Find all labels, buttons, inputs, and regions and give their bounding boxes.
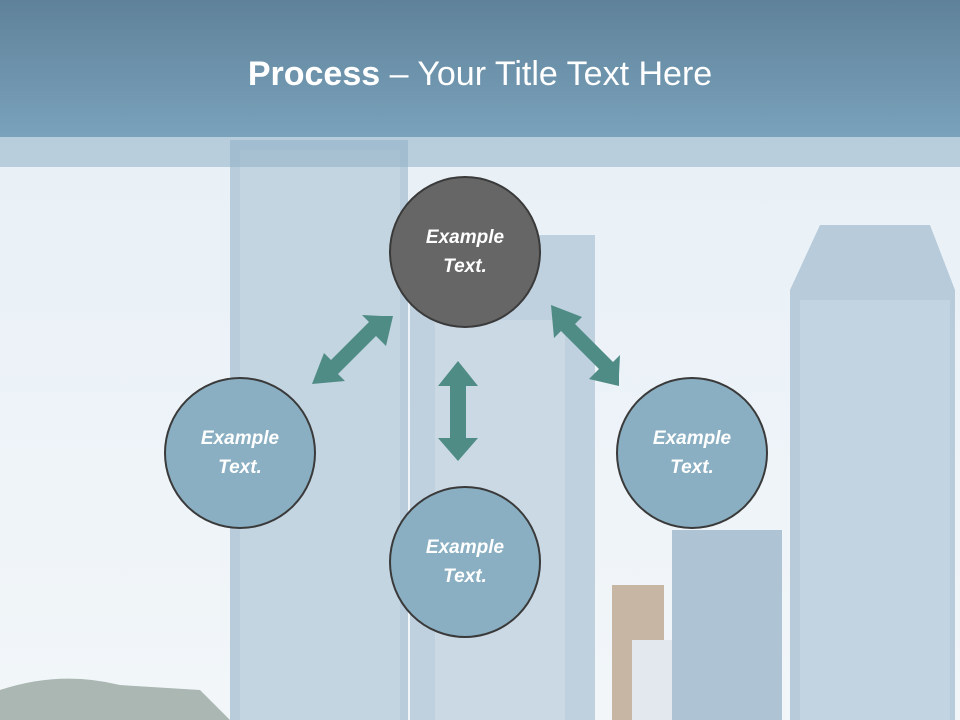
arrow-top-right xyxy=(551,305,620,386)
header-bar xyxy=(0,0,960,137)
process-node-right: Example Text. xyxy=(616,377,768,529)
node-text: Example Text. xyxy=(652,428,732,478)
arrow-left-top xyxy=(312,315,393,384)
title-bold: Process xyxy=(247,55,381,93)
node-text: Example Text. xyxy=(425,537,505,587)
process-node-top: Example Text. xyxy=(389,176,541,328)
process-node-bottom: Example Text. xyxy=(389,486,541,638)
title-rest: – Your Title Text Here xyxy=(380,55,713,93)
header-strip xyxy=(0,137,960,167)
slide-title: Process – Your Title Text Here xyxy=(0,52,960,96)
node-text: Example Text. xyxy=(425,227,505,277)
process-node-left: Example Text. xyxy=(164,377,316,529)
node-text: Example Text. xyxy=(200,428,280,478)
arrow-top-bottom xyxy=(438,361,478,461)
